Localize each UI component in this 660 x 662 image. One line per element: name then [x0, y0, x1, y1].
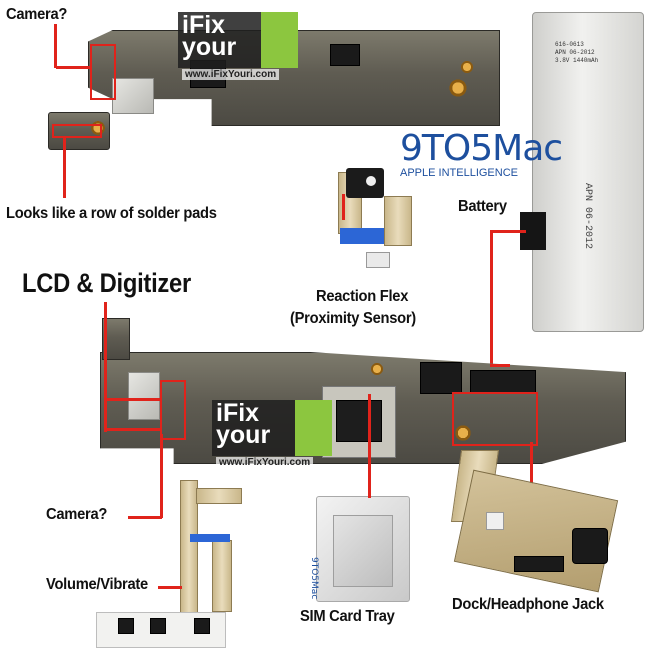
lcd-leader-v — [104, 302, 107, 432]
reaction-flex-sensor-head — [346, 168, 384, 198]
battery-leader-v — [490, 230, 493, 366]
brand-i-logo — [261, 12, 298, 68]
camera-top-leader-v — [54, 24, 57, 68]
battery-leader-end — [490, 364, 510, 367]
volume-switch-1 — [118, 618, 134, 634]
sim-tray-slot — [333, 515, 393, 587]
reaction-flex-light — [366, 176, 376, 186]
lightning-port — [514, 556, 564, 572]
reaction-flex-arm — [384, 196, 412, 246]
volume-switch-3 — [194, 618, 210, 634]
volume-switch-2 — [150, 618, 166, 634]
bottom-board-screw-hole-2 — [370, 362, 384, 376]
label-camera-bottom: Camera? — [46, 506, 108, 523]
bottom-board-chip — [420, 362, 462, 394]
sim-leader-v — [368, 394, 371, 498]
camera-bottom-leader-v — [160, 434, 163, 518]
camera-top-highlight — [90, 44, 116, 100]
camera-bottom-leader-h — [128, 516, 162, 519]
battery-cell: 616-0613 APN 06-2012 3.8V 1440mAh APN 06… — [532, 12, 644, 332]
top-board-shield — [112, 78, 154, 114]
9to5mac-logo: 9TO5Mac APPLE INTELLIGENCE — [400, 128, 563, 179]
lcd-leader-h2 — [104, 428, 160, 431]
label-sim-card-tray: SIM Card Tray — [300, 608, 395, 625]
sim-card-tray: 9TO5Mac — [309, 496, 410, 602]
volume-flex-right — [212, 540, 232, 612]
label-dock-headphone-jack: Dock/Headphone Jack — [452, 596, 604, 613]
camera-top-leader-h — [56, 66, 90, 69]
reaction-flex-connector — [366, 252, 390, 268]
top-board-screw-hole-3 — [460, 60, 474, 74]
label-camera-top: Camera? — [6, 6, 68, 23]
label-volume-vibrate: Volume/Vibrate — [46, 576, 148, 593]
dock-connector-highlight — [452, 392, 538, 446]
watermark-url: www.iFixYouri.com — [182, 69, 280, 80]
watermark-url-2: www.iFixYouri.com — [216, 457, 314, 468]
volume-flex-branch — [196, 488, 242, 504]
solder-pads-highlight — [52, 124, 102, 138]
top-board-chip-2 — [330, 44, 360, 66]
volume-flex-stiffener — [190, 534, 230, 542]
lcd-connector-highlight — [160, 380, 186, 440]
bottom-board-battery-conn — [470, 370, 536, 394]
top-board-screw-hole — [448, 78, 468, 98]
battery-leader-h — [490, 230, 526, 233]
label-battery: Battery — [458, 198, 507, 215]
battery-label-print: 616-0613 APN 06-2012 3.8V 1440mAh — [555, 41, 599, 64]
dock-mic-pad — [486, 512, 504, 530]
bottom-board-screw-hole — [454, 424, 472, 442]
battery-side-print: APN 06-2012 — [582, 183, 593, 250]
solder-leader-v — [63, 136, 66, 198]
bottom-board-shield — [128, 372, 160, 420]
headphone-jack — [572, 528, 608, 564]
bottom-board-sim-contacts — [336, 400, 382, 442]
sim-tray-print: 9TO5Mac — [309, 557, 319, 600]
label-proximity-sensor: (Proximity Sensor) — [290, 310, 416, 327]
label-lcd-digitizer: LCD & Digitizer — [22, 268, 191, 298]
label-reaction-flex: Reaction Flex — [316, 288, 409, 305]
volume-leader-h — [158, 586, 182, 589]
label-solder-pads: Looks like a row of solder pads — [6, 205, 217, 222]
reaction-leader — [342, 194, 345, 220]
brand-i-logo-2 — [295, 400, 332, 456]
lcd-leader-h1 — [104, 398, 160, 401]
